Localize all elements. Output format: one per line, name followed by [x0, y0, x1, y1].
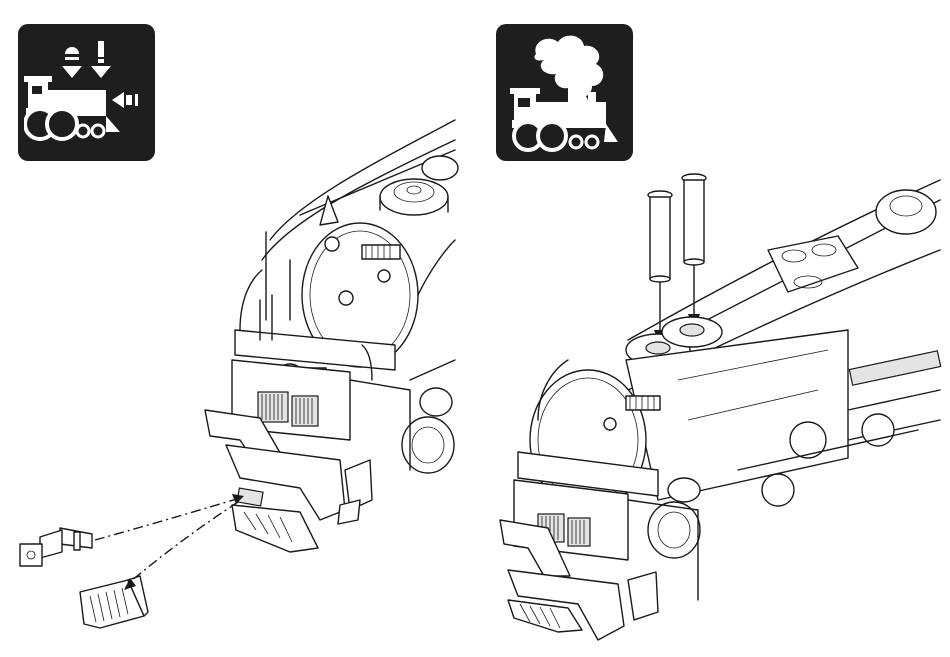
cover-removal-path: [130, 502, 238, 582]
smoke-tube-right: [682, 174, 706, 330]
coupler-removal-path: [95, 498, 240, 540]
locomotive-front-drawing-right: [478, 0, 950, 657]
right-instruction-panel: [478, 0, 950, 657]
locomotive-front-drawing-left: [0, 0, 470, 657]
left-instruction-panel: [0, 0, 470, 657]
removed-coupler-part: [20, 528, 92, 566]
removed-pilot-cover-part: [80, 576, 148, 628]
